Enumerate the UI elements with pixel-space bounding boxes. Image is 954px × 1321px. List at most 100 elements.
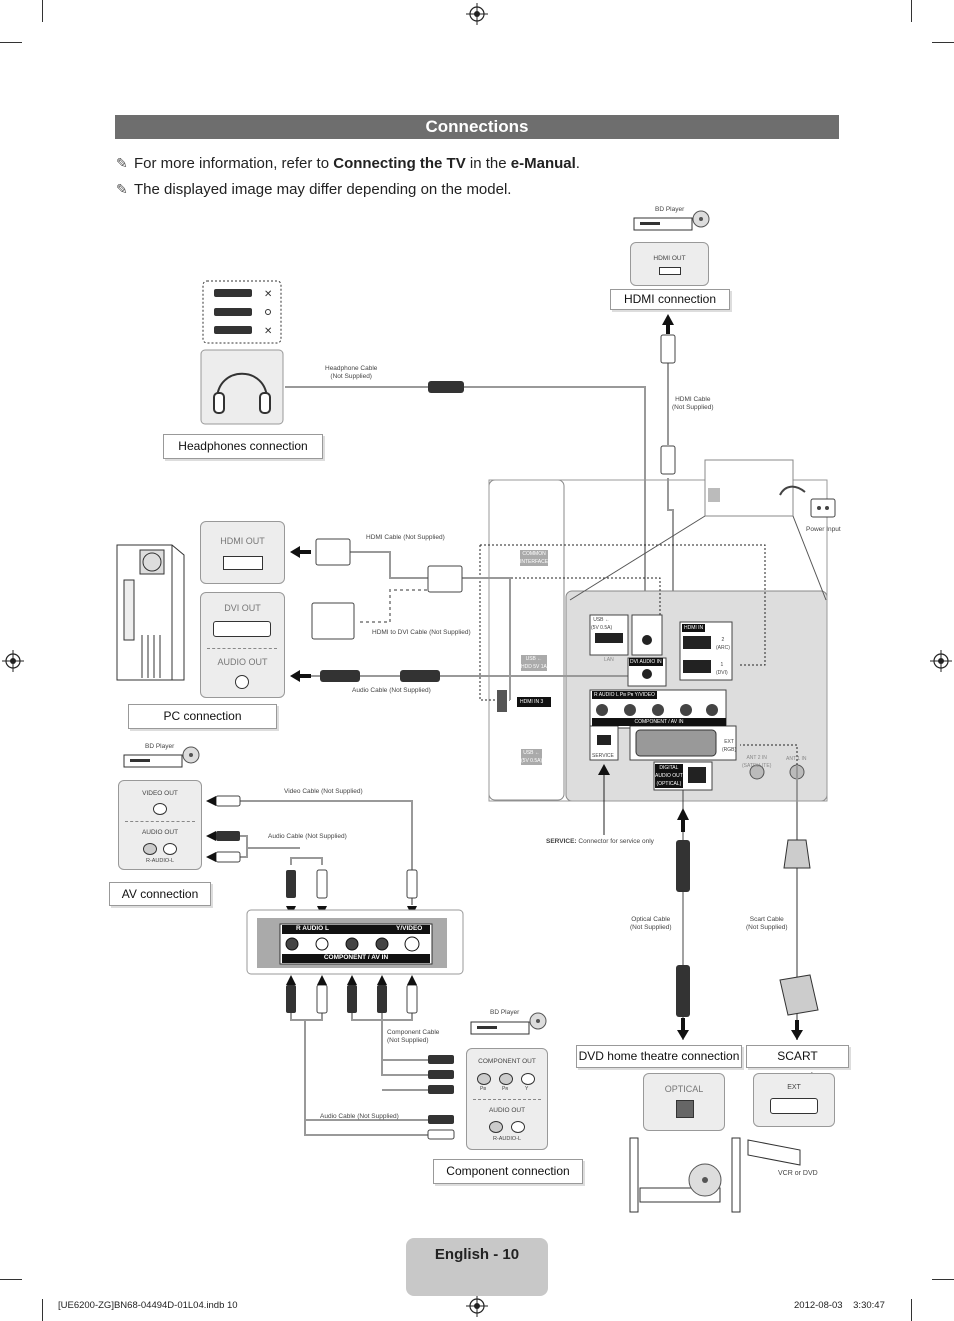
audio-out-label: AUDIO OUT	[141, 829, 179, 836]
lan-label: LAN	[604, 657, 614, 663]
common-interface-label: COMMON INTERFACE	[520, 550, 549, 566]
headphones-icon	[213, 372, 271, 414]
ant-in-label: ANT 1 IN	[786, 756, 807, 762]
footer-file-name: [UE6200-ZG]BN68-04494D-01L04.indb 10	[58, 1300, 238, 1311]
power-socket-icon	[810, 498, 836, 518]
video-cable-label: Video Cable (Not Supplied)	[284, 788, 363, 795]
rca-jack-icon	[489, 1121, 503, 1133]
hdmi-top-cable-line	[667, 362, 674, 615]
headphone-cable-line	[285, 386, 646, 620]
headphone-plug-icon	[428, 381, 464, 393]
rca-jack-icon	[511, 1121, 525, 1133]
arrow-down-icon	[791, 1030, 803, 1040]
bd-player-icon	[470, 1012, 547, 1035]
bd-player-label: BD Player	[490, 1009, 520, 1016]
section-title: Connections	[115, 115, 839, 139]
optical-panel: OPTICAL	[643, 1073, 725, 1131]
component-connection-label: Component connection	[433, 1159, 583, 1184]
vcr-icon	[747, 1139, 801, 1166]
arc-label: 2 (ARC)	[716, 637, 730, 651]
curved-arrow-icon	[779, 485, 806, 496]
crop-mark	[911, 1299, 912, 1321]
dvi-label: 1 (DVI)	[716, 662, 728, 676]
footer-date: 2012-08-03 3:30:47	[794, 1300, 885, 1311]
usb-port-label: USB ← (5V 0.5A)	[591, 617, 613, 631]
pencil-note-icon: ✎	[116, 155, 128, 171]
dvi-audio-in-label: DVI AUDIO IN	[629, 658, 663, 666]
r-audio-l-label: R-AUDIO-L	[492, 1136, 522, 1142]
scart-plug-icon	[783, 839, 811, 869]
zoom-video-label: Y/VIDEO	[396, 925, 423, 932]
r-audio-l-label: R-AUDIO-L	[145, 858, 175, 864]
dvi-port-icon	[213, 621, 271, 637]
crop-mark	[0, 42, 22, 43]
crop-mark	[42, 1299, 43, 1321]
vcr-or-dvd-label: VCR or DVD	[778, 1170, 818, 1177]
rca-jack-icon	[521, 1073, 535, 1085]
pb-label: Pʙ	[480, 1086, 486, 1092]
bd-player-label: BD Player	[655, 206, 685, 213]
headphone-cable-label: Headphone Cable (Not Supplied)	[325, 365, 378, 380]
pc-tower-icon	[116, 544, 185, 681]
ext-panel: EXT	[753, 1073, 835, 1127]
audio-jack-icon	[235, 675, 249, 689]
ext-rgb-label: EXT (RGB)	[722, 739, 737, 753]
divider	[207, 648, 277, 649]
arrow-up-icon	[662, 314, 674, 325]
ant-sat-label: ANT 2 IN (SATELLITE)	[742, 755, 772, 769]
crop-mark	[911, 0, 912, 22]
dvi-plug-icon	[311, 602, 355, 640]
pc-dvi-audio-panel: DVI OUT AUDIO OUT	[200, 592, 285, 698]
hdmi-out-panel: HDMI OUT	[630, 242, 709, 286]
audio-plug-icon	[400, 670, 440, 682]
bd-player-icon	[633, 210, 710, 231]
crop-mark	[932, 42, 954, 43]
tv-component-av-in-label: COMPONENT / AV IN	[592, 718, 726, 726]
arrow-down-icon	[677, 1030, 689, 1040]
scart-connection-label: SCART connection	[746, 1045, 849, 1084]
hdmi3-port	[517, 697, 551, 707]
hdmi-cable-pc-label: HDMI Cable (Not Supplied)	[366, 534, 445, 541]
hdmi-dvi-cable-label: HDMI to DVI Cable (Not Supplied)	[372, 629, 471, 636]
headphones-connection-label: Headphones connection	[163, 434, 323, 459]
registration-mark-icon	[466, 1295, 488, 1317]
headphones-panel	[200, 349, 284, 425]
service-label: SERVICE	[592, 753, 614, 759]
component-cable-label: Component Cable (Not Supplied)	[387, 1029, 440, 1044]
hdmi-plug-icon	[660, 334, 676, 364]
pc-audio-out-label: AUDIO OUT	[217, 657, 268, 667]
rca-plug-icon	[216, 831, 240, 841]
pc-connection-label: PC connection	[128, 704, 277, 729]
usb-hdd-label: USB ← HDD 5V 1A	[521, 655, 547, 671]
digital-audio-out-label: DIGITAL AUDIO OUT (OPTICAL)	[655, 764, 683, 788]
rca-jack-icon	[143, 843, 157, 855]
divider	[125, 821, 195, 822]
scart-cable-label: Scart Cable (Not Supplied)	[746, 916, 788, 931]
pc-hdmi-out-label: HDMI OUT	[220, 536, 265, 546]
optical-port-icon	[676, 1100, 694, 1118]
hdmi-out-label: HDMI OUT	[653, 255, 686, 262]
hdmi-plug-icon	[660, 445, 676, 475]
crop-mark	[42, 0, 43, 22]
bd-player-label: BD Player	[145, 743, 175, 750]
note-more-info: ✎For more information, refer to Connecti…	[116, 155, 580, 172]
home-theatre-icon	[629, 1137, 741, 1213]
crop-mark	[932, 1279, 954, 1280]
registration-mark-icon	[2, 650, 24, 672]
audio-cable-av-label: Audio Cable (Not Supplied)	[268, 833, 347, 840]
ext-label: EXT	[787, 1084, 801, 1091]
registration-mark-icon	[930, 650, 952, 672]
usb-side-label: USB ← (5V 0.5A)	[521, 749, 543, 765]
hdmi-plug-icon	[315, 538, 351, 566]
rca-jack-icon	[499, 1073, 513, 1085]
headphone-port-block	[631, 614, 663, 656]
tv-audio-row-label: R AUDIO L Pʙ Pʀ Y/VIDEO	[592, 691, 657, 699]
pr-label: Pʀ	[502, 1086, 509, 1092]
pc-dvi-out-label: DVI OUT	[224, 603, 261, 613]
rca-jack-icon	[163, 843, 177, 855]
hdmi-plug-icon	[427, 565, 463, 593]
hdmi-in-label: HDMI IN	[682, 624, 706, 632]
optical-label: OPTICAL	[664, 1084, 704, 1094]
dvd-home-theatre-label: DVD home theatre connection	[576, 1045, 742, 1068]
audio-out-label: AUDIO OUT	[488, 1107, 526, 1114]
